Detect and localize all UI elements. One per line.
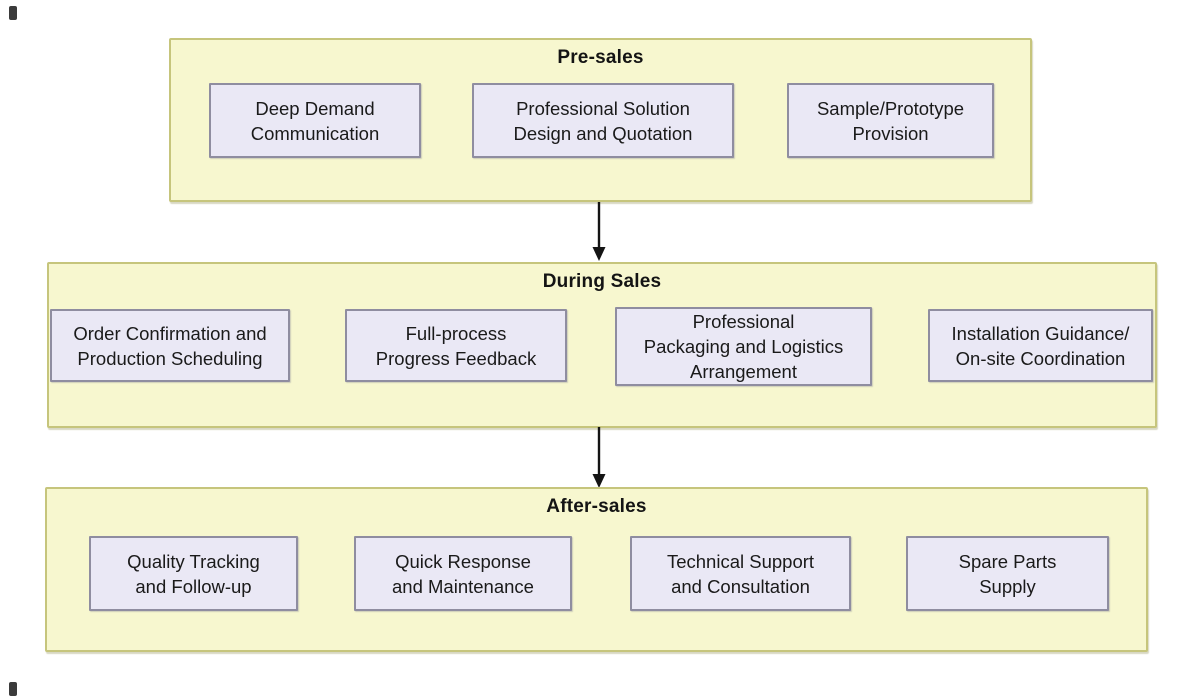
stage-title: After-sales (546, 496, 647, 517)
arrow-down-icon (592, 202, 606, 261)
stage-title: During Sales (542, 271, 662, 292)
corner-artifact-top-left (9, 6, 17, 20)
process-box-installation-guidance: Installation Guidance/ On-site Coordinat… (928, 309, 1153, 382)
process-box-order-confirmation-scheduling: Order Confirmation and Production Schedu… (50, 309, 290, 382)
stage-during-sales: During Sales Order Confirmation and Prod… (47, 262, 1157, 428)
process-box-quality-tracking: Quality Tracking and Follow-up (89, 536, 298, 611)
stage-pre-sales: Pre-sales Deep Demand Communication Prof… (169, 38, 1032, 202)
corner-artifact-bottom-left (9, 682, 17, 696)
process-box-spare-parts-supply: Spare Parts Supply (906, 536, 1109, 611)
process-box-quick-response-maintenance: Quick Response and Maintenance (354, 536, 572, 611)
process-box-progress-feedback: Full-process Progress Feedback (345, 309, 567, 382)
process-box-technical-support: Technical Support and Consultation (630, 536, 851, 611)
process-box-deep-demand-communication: Deep Demand Communication (209, 83, 421, 158)
stage-title: Pre-sales (557, 47, 644, 68)
stage-after-sales: After-sales Quality Tracking and Follow-… (45, 487, 1148, 652)
process-box-packaging-logistics: Professional Packaging and Logistics Arr… (615, 307, 872, 386)
arrow-down-icon (592, 427, 606, 488)
process-box-solution-design-quotation: Professional Solution Design and Quotati… (472, 83, 734, 158)
process-box-sample-prototype-provision: Sample/Prototype Provision (787, 83, 994, 158)
